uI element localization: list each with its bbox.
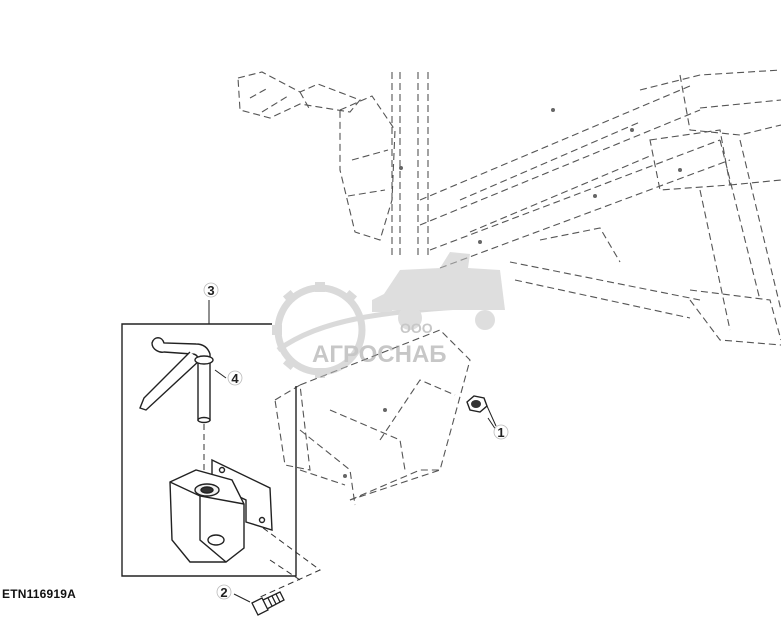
callout-4-label: 4 — [231, 371, 239, 386]
callout-2-label: 2 — [220, 585, 227, 600]
callout-1-label: 1 — [497, 425, 504, 440]
agrosnab-watermark: ООО АГРОСНАБ — [272, 252, 505, 378]
callout-2: 2 — [216, 584, 232, 600]
callout-1: 1 — [493, 424, 509, 440]
gear-teeth — [272, 282, 358, 378]
pin-bracket — [169, 458, 273, 563]
figure-id-label: ETN116919A — [2, 587, 77, 601]
nut-part — [466, 395, 497, 427]
callout-4: 4 — [227, 370, 243, 386]
phantom-machine-frame — [237, 69, 781, 506]
detail-frame — [121, 300, 297, 577]
bolt-part — [233, 591, 285, 616]
combine-harvester-icon — [372, 252, 505, 330]
assembly-lines — [203, 424, 321, 599]
callout-3-label: 3 — [207, 283, 214, 298]
frame-bolt-holes — [343, 108, 682, 478]
watermark-prefix: ООО — [400, 320, 433, 336]
callout-3: 3 — [203, 282, 219, 298]
watermark-brand: АГРОСНАБ — [312, 341, 447, 368]
leader-lines — [214, 369, 497, 431]
lock-pin-part — [139, 337, 214, 424]
